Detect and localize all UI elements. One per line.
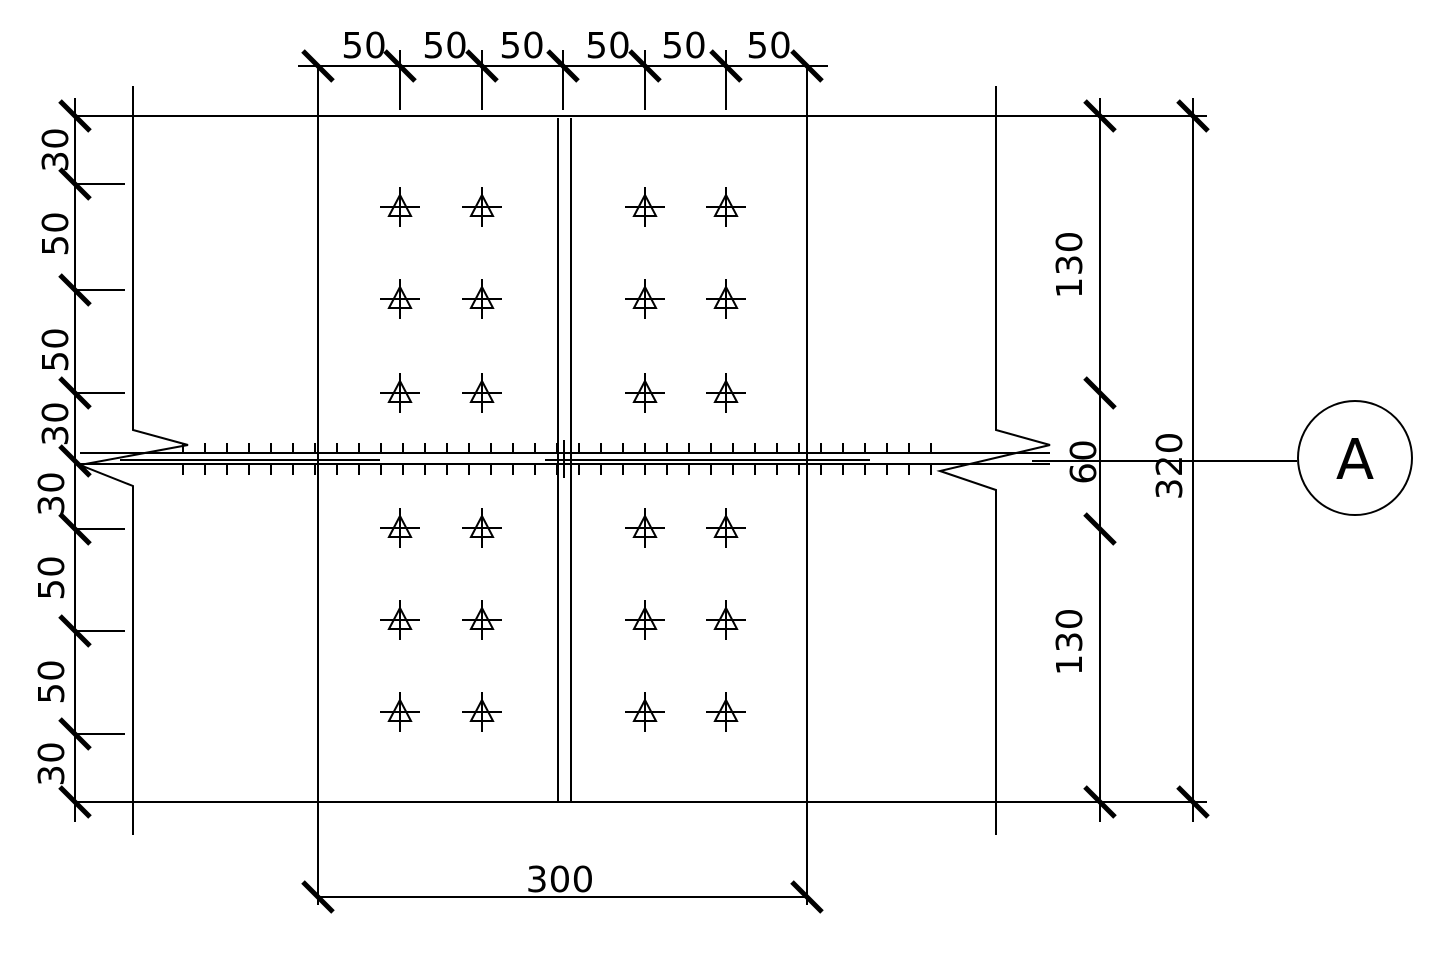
left-dim-label-6: 50 bbox=[32, 555, 73, 601]
dimension-tick bbox=[58, 376, 92, 410]
web-band bbox=[80, 440, 1050, 478]
dimension-tick bbox=[58, 512, 92, 546]
bolt-group bbox=[380, 187, 746, 732]
bolt-icon bbox=[462, 692, 502, 732]
dimension-labels: 50 50 50 50 50 50 30 50 50 30 30 50 50 3… bbox=[32, 26, 1191, 901]
left-extension-lines bbox=[75, 183, 125, 735]
bolt-icon bbox=[625, 692, 665, 732]
dimension-tick bbox=[58, 167, 92, 201]
dimension-tick bbox=[1176, 99, 1210, 133]
bolt-icon bbox=[380, 508, 420, 548]
top-dim-label-2: 50 bbox=[422, 26, 468, 67]
beam-outline bbox=[75, 86, 1207, 835]
bolt-icon bbox=[706, 187, 746, 227]
bolt-icon bbox=[625, 508, 665, 548]
right-dim-label-middle: 60 bbox=[1064, 439, 1105, 485]
left-dim-label-2: 50 bbox=[36, 211, 77, 257]
bolt-icon bbox=[706, 508, 746, 548]
dimension-tick bbox=[58, 444, 92, 478]
dimension-tick bbox=[546, 49, 580, 83]
drawing-geometry bbox=[58, 49, 1413, 914]
dimension-tick bbox=[58, 99, 92, 133]
left-dim-label-5: 30 bbox=[32, 471, 73, 517]
right-dim-label-total: 320 bbox=[1150, 432, 1191, 501]
bolt-icon bbox=[380, 373, 420, 413]
axis-bubble bbox=[1297, 400, 1413, 516]
bottom-dim-label: 300 bbox=[526, 860, 595, 901]
dimension-tick bbox=[465, 49, 499, 83]
bolt-icon bbox=[462, 508, 502, 548]
web-weld-ticks bbox=[182, 443, 932, 475]
left-dimension-ticks bbox=[58, 99, 92, 819]
bolt-icon bbox=[625, 187, 665, 227]
bolt-icon bbox=[380, 279, 420, 319]
bolt-icon bbox=[706, 600, 746, 640]
bolt-icon bbox=[462, 600, 502, 640]
top-dim-label-3: 50 bbox=[499, 26, 545, 67]
dimension-tick bbox=[1083, 376, 1117, 410]
dimension-tick bbox=[790, 49, 824, 83]
top-dimension-ticks bbox=[301, 49, 824, 83]
left-dim-label-4: 30 bbox=[36, 401, 77, 447]
dimension-tick bbox=[628, 49, 662, 83]
dimension-tick bbox=[58, 717, 92, 751]
left-dim-label-8: 30 bbox=[32, 741, 73, 787]
right-dim-label-upper: 130 bbox=[1050, 231, 1091, 300]
dimension-tick bbox=[1083, 785, 1117, 819]
top-dim-label-5: 50 bbox=[661, 26, 707, 67]
dimension-tick bbox=[58, 785, 92, 819]
top-dim-label-4: 50 bbox=[585, 26, 631, 67]
axis-label: A bbox=[1336, 428, 1374, 493]
splice-plates bbox=[317, 66, 808, 905]
bolt-icon bbox=[462, 187, 502, 227]
left-dim-label-7: 50 bbox=[32, 659, 73, 705]
dimension-tick bbox=[1083, 99, 1117, 133]
bolt-icon bbox=[706, 373, 746, 413]
left-dim-label-3: 50 bbox=[36, 327, 77, 373]
dimension-tick bbox=[1176, 785, 1210, 819]
dimension-tick bbox=[709, 49, 743, 83]
top-dim-label-6: 50 bbox=[746, 26, 792, 67]
bolt-icon bbox=[380, 187, 420, 227]
bolt-icon bbox=[706, 279, 746, 319]
top-dim-label-1: 50 bbox=[341, 26, 387, 67]
bolt-icon bbox=[625, 279, 665, 319]
right-dim-label-lower: 130 bbox=[1050, 608, 1091, 677]
right-dimension-ticks bbox=[1083, 99, 1210, 819]
bolt-icon bbox=[625, 373, 665, 413]
dimension-tick bbox=[383, 49, 417, 83]
dimension-tick bbox=[58, 273, 92, 307]
left-dim-label-1: 30 bbox=[36, 127, 77, 173]
bolt-icon bbox=[380, 600, 420, 640]
bolt-icon bbox=[625, 600, 665, 640]
bolt-icon bbox=[706, 692, 746, 732]
dimension-tick bbox=[301, 49, 335, 83]
dimension-tick bbox=[790, 880, 824, 914]
bottom-dimension-ticks bbox=[301, 880, 824, 914]
bolt-icon bbox=[462, 279, 502, 319]
dimension-tick bbox=[301, 880, 335, 914]
dimension-tick bbox=[1083, 512, 1117, 546]
bolt-icon bbox=[462, 373, 502, 413]
dimension-tick bbox=[58, 614, 92, 648]
right-dimension-lines bbox=[1032, 98, 1297, 822]
bolt-icon bbox=[380, 692, 420, 732]
